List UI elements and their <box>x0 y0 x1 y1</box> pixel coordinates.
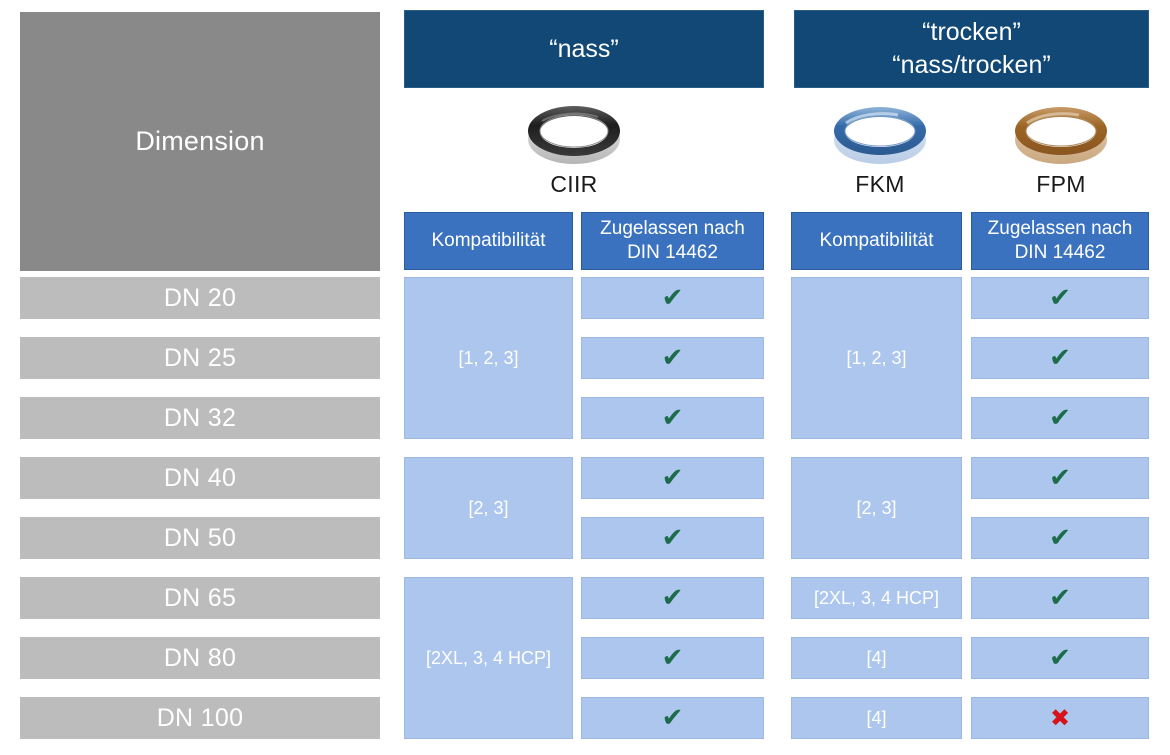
dimension-row-0: DN 20 <box>20 277 380 319</box>
dimension-row-3: DN 40 <box>20 457 380 499</box>
group-header-line-2: “nass/trocken” <box>892 51 1051 79</box>
fkm-compatibility-cell-2: [2XL, 3, 4 HCP] <box>791 577 962 619</box>
dimension-label: DN 40 <box>163 463 237 492</box>
fpm-approval-cell-6: ✔ <box>971 637 1149 679</box>
group-header-nass: “nass” <box>404 10 764 88</box>
fpm-approval-cell-3: ✔ <box>971 457 1149 499</box>
check-icon: ✔ <box>661 523 684 553</box>
fpm-approval-cell-4: ✔ <box>971 517 1149 559</box>
group-header-trocken: “trocken” “nass/trocken” <box>794 10 1149 88</box>
fpm-approval-cell-7: ✖ <box>971 697 1149 739</box>
fkm-compatibility-cell-4: [4] <box>791 697 962 739</box>
ciir-approval-cell-0: ✔ <box>581 277 764 319</box>
dimension-row-5: DN 65 <box>20 577 380 619</box>
fkm-compatibility-cell-3: [4] <box>791 637 962 679</box>
group-header-line-1: “nass” <box>549 34 619 63</box>
seal-ring-icon-ciir <box>520 95 628 169</box>
sub-header-label-line2: DIN 14462 <box>627 242 718 263</box>
cross-icon: ✖ <box>1049 704 1071 732</box>
dimension-row-1: DN 25 <box>20 337 380 379</box>
ciir-compatibility-cell-2: [2XL, 3, 4 HCP] <box>404 577 573 739</box>
sub-header-label: Kompatibilität <box>819 230 934 251</box>
cell-label: [4] <box>866 647 887 668</box>
cell-label: [2, 3] <box>856 497 897 518</box>
check-icon: ✔ <box>1049 643 1071 673</box>
fpm-approval-cell-1: ✔ <box>971 337 1149 379</box>
sub-header-label-line2: DIN 14462 <box>1014 242 1106 263</box>
material-block-ciir: CIIR <box>485 95 663 205</box>
sub-header-approved-ciir: Zugelassen nach DIN 14462 <box>581 212 764 270</box>
material-block-fkm: FKM <box>791 95 969 205</box>
dimension-label: DN 100 <box>156 703 244 732</box>
dimension-label: DN 50 <box>163 523 237 552</box>
check-icon: ✔ <box>1049 523 1071 553</box>
dimension-label: DN 80 <box>163 643 237 672</box>
material-block-fpm: FPM <box>972 95 1150 205</box>
cell-label: [1, 2, 3] <box>846 347 907 368</box>
dimension-label: DN 32 <box>163 403 237 432</box>
sub-header-label-line1: Zugelassen nach <box>600 218 745 239</box>
cell-label: [1, 2, 3] <box>458 347 519 368</box>
check-icon: ✔ <box>1049 403 1071 433</box>
fpm-approval-cell-5: ✔ <box>971 577 1149 619</box>
ciir-approval-cell-6: ✔ <box>581 637 764 679</box>
sub-header-label-wrap: Zugelassen nach DIN 14462 <box>988 217 1133 265</box>
ciir-approval-cell-7: ✔ <box>581 697 764 739</box>
cell-label: [2XL, 3, 4 HCP] <box>813 587 940 608</box>
dimension-row-2: DN 32 <box>20 397 380 439</box>
dimension-header-cell: Dimension <box>20 12 380 271</box>
check-icon: ✔ <box>661 283 684 313</box>
ciir-approval-cell-1: ✔ <box>581 337 764 379</box>
dimension-row-4: DN 50 <box>20 517 380 559</box>
sub-header-label: Kompatibilität <box>431 230 546 251</box>
dimension-label: DN 65 <box>163 583 237 612</box>
check-icon: ✔ <box>661 703 684 733</box>
sub-header-compatibility-fkm: Kompatibilität <box>791 212 962 270</box>
material-name-ciir: CIIR <box>550 171 598 197</box>
material-name-fpm: FPM <box>1036 171 1086 197</box>
seal-ring-icon-fkm <box>826 95 934 169</box>
ciir-compatibility-cell-0: [1, 2, 3] <box>404 277 573 439</box>
check-icon: ✔ <box>661 403 684 433</box>
fkm-compatibility-cell-0: [1, 2, 3] <box>791 277 962 439</box>
ciir-approval-cell-5: ✔ <box>581 577 764 619</box>
dimension-label: DN 25 <box>163 343 237 372</box>
seal-ring-icon-fpm <box>1007 95 1115 169</box>
group-header-line-1: “trocken” <box>922 18 1021 46</box>
ciir-approval-cell-4: ✔ <box>581 517 764 559</box>
sub-header-approved-fpm: Zugelassen nach DIN 14462 <box>971 212 1149 270</box>
material-name-fkm: FKM <box>855 171 905 197</box>
ciir-approval-cell-2: ✔ <box>581 397 764 439</box>
cell-label: [4] <box>866 707 887 728</box>
dimension-label: DN 20 <box>163 283 237 312</box>
ciir-compatibility-cell-1: [2, 3] <box>404 457 573 559</box>
dimension-row-6: DN 80 <box>20 637 380 679</box>
sub-header-label-wrap: Zugelassen nach DIN 14462 <box>600 217 745 265</box>
fpm-approval-cell-2: ✔ <box>971 397 1149 439</box>
fkm-compatibility-cell-1: [2, 3] <box>791 457 962 559</box>
ciir-approval-cell-3: ✔ <box>581 457 764 499</box>
sub-header-label-line1: Zugelassen nach <box>987 218 1133 239</box>
check-icon: ✔ <box>661 643 684 673</box>
dimension-header-label: Dimension <box>135 126 265 156</box>
check-icon: ✔ <box>1049 583 1071 613</box>
fpm-approval-cell-0: ✔ <box>971 277 1149 319</box>
check-icon: ✔ <box>1049 343 1071 373</box>
dimension-row-7: DN 100 <box>20 697 380 739</box>
sub-header-compatibility-ciir: Kompatibilität <box>404 212 573 270</box>
check-icon: ✔ <box>661 583 684 613</box>
cell-label: [2, 3] <box>468 497 509 518</box>
check-icon: ✔ <box>1049 463 1071 493</box>
cell-label: [2XL, 3, 4 HCP] <box>425 647 552 668</box>
check-icon: ✔ <box>661 463 684 493</box>
check-icon: ✔ <box>661 343 684 373</box>
check-icon: ✔ <box>1049 283 1071 313</box>
